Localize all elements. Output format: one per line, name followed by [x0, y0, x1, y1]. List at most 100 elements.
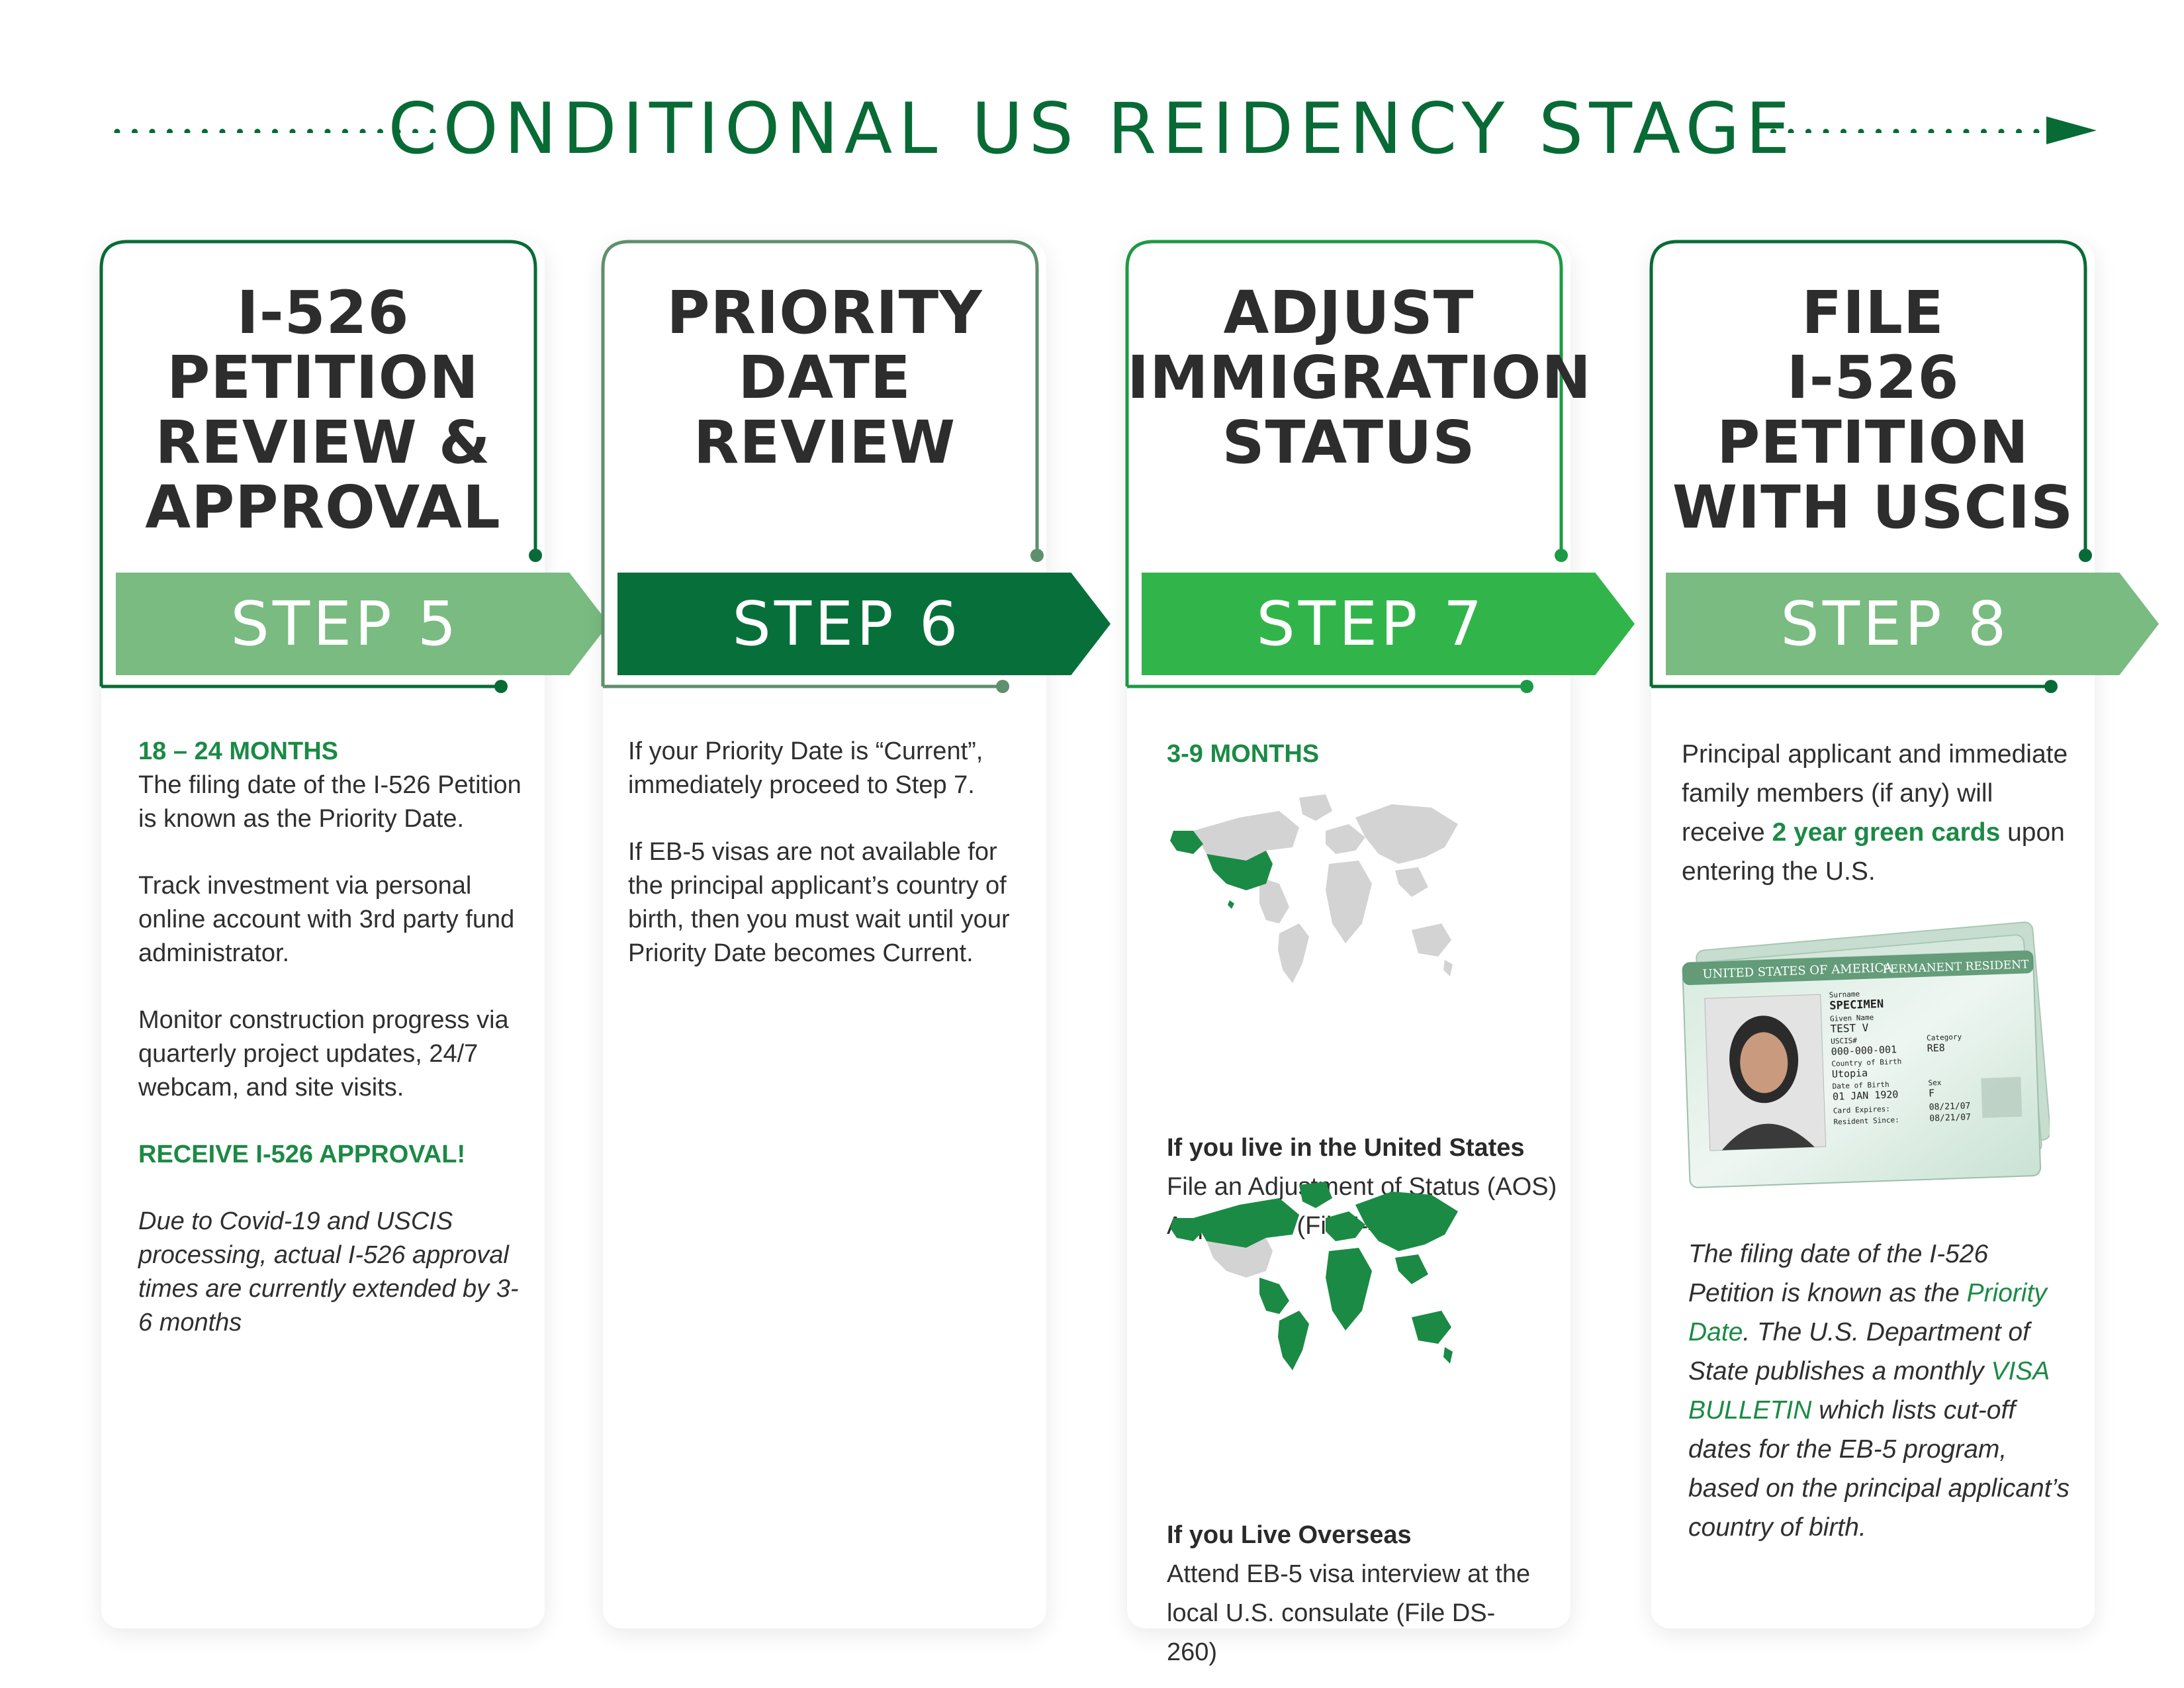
card-dob-label: Date of Birth — [1832, 1080, 1889, 1091]
dot — [202, 128, 208, 133]
dot — [167, 128, 173, 133]
body-paragraph: The filing date of the I-526 Petition is… — [138, 771, 522, 833]
us-region-heading: If you live in the United States — [1167, 1134, 1525, 1162]
dot — [289, 128, 296, 133]
body-paragraph: Track investment via personal online acc… — [138, 872, 515, 967]
card-given: TEST V — [1830, 1021, 1869, 1035]
card-title: FILE I-526 PETITION WITH USCIS — [1651, 280, 2095, 539]
dot — [1788, 128, 1794, 133]
dot — [2033, 128, 2040, 133]
card-title-line: PETITION — [1717, 408, 2029, 477]
step-banner: STEP 5 — [116, 573, 609, 675]
step-label: STEP 8 — [1780, 588, 2010, 659]
card-title-line: DATE — [738, 343, 911, 412]
dot — [1752, 128, 1759, 133]
card-title: ADJUST IMMIGRATION STATUS — [1127, 278, 1592, 475]
card-expires: 08/21/07 — [1929, 1101, 1971, 1112]
card-title-line: WITH USCIS — [1672, 473, 2074, 541]
note-text: which lists cut-off dates for the EB-5 p… — [1688, 1396, 2070, 1542]
dot — [1981, 128, 1987, 133]
card-sex-label: Sex — [1928, 1078, 1942, 1088]
note-text: . The U.S. Department of State publishes… — [1688, 1318, 2030, 1385]
dot — [272, 128, 278, 133]
dot — [412, 128, 418, 133]
card-expires-label: Card Expires: — [1833, 1105, 1890, 1115]
card-since: 08/21/07 — [1929, 1112, 1971, 1123]
card-title-line: ADJUST — [1223, 278, 1475, 347]
card-dob: 01 JAN 1920 — [1833, 1088, 1899, 1102]
card-title: I-526 PETITION REVIEW & APPROVAL — [101, 280, 545, 539]
approval-highlight: RECEIVE I-526 APPROVAL! — [138, 1141, 466, 1168]
card-title-line: REVIEW & — [155, 408, 491, 477]
card-title-line: PRIORITY — [666, 278, 983, 347]
body-paragraph: If your Priority Date is “Current”, imme… — [628, 737, 983, 799]
card-title-line: PETITION — [167, 343, 479, 412]
card-body: 18 – 24 MONTHS The filing date of the I-… — [138, 735, 522, 1373]
dot — [342, 128, 348, 133]
world-map-overseas-highlighted-icon — [1170, 1182, 1458, 1370]
dot — [377, 128, 383, 133]
card-frame-outline — [1125, 240, 1568, 693]
card-given-label: Given Name — [1830, 1013, 1874, 1023]
card-frame-outline — [1649, 240, 2092, 693]
card-title-line: REVIEW — [693, 408, 956, 477]
visa-bulletin-link[interactable]: VISA BULLETIN — [1688, 1357, 2049, 1425]
covid-note: Due to Covid-19 and USCIS processing, ac… — [138, 1207, 519, 1336]
card-frame-outline — [601, 240, 1044, 693]
step-label: STEP 5 — [230, 588, 460, 659]
dot — [237, 128, 243, 133]
step-8-card: FILE I-526 PETITION WITH USCIS STEP 8 Pr… — [1649, 240, 2159, 1628]
intro-text: upon entering the U.S. — [1682, 818, 2065, 886]
card-body: If your Priority Date is “Current”, imme… — [628, 735, 1032, 1004]
world-map-us-highlighted-icon — [1170, 794, 1458, 983]
card-country: Utopia — [1832, 1067, 1868, 1080]
header: CONDITIONAL US REIDENCY STAGE — [0, 0, 2184, 199]
priority-date-link[interactable]: Priority Date — [1688, 1279, 2047, 1346]
card-surname: SPECIMEN — [1829, 998, 1884, 1013]
priority-date-note: The filing date of the I-526 Petition is… — [1688, 1235, 2079, 1547]
card-uscis: 000-000-001 — [1831, 1043, 1897, 1057]
overseas-region-text: Attend EB-5 visa interview at the local … — [1167, 1560, 1531, 1666]
dot — [324, 128, 331, 133]
dot — [1911, 128, 1917, 133]
step-7-card: ADJUST IMMIGRATION STATUS STEP 7 3-9 MON… — [1125, 240, 1635, 1666]
card-country-label: Country of Birth — [1831, 1057, 1901, 1068]
card-category-label: Category — [1927, 1033, 1962, 1043]
card-title: PRIORITY DATE REVIEW — [603, 280, 1046, 475]
card-frame-outline — [99, 240, 542, 693]
note-text: The filing date of the I-526 Petition is… — [1688, 1240, 1989, 1307]
dot — [394, 128, 401, 133]
duration-label: 3-9 MONTHS — [1167, 740, 1320, 768]
dot — [1998, 128, 2005, 133]
step-5-card: I-526 PETITION REVIEW & APPROVAL STEP 5 … — [99, 240, 609, 1628]
dot — [1928, 128, 1934, 133]
dot — [307, 128, 313, 133]
body-paragraph: If EB-5 visas are not available for the … — [628, 838, 1010, 967]
overseas-region-heading: If you Live Overseas — [1167, 1521, 1412, 1549]
dot — [132, 128, 138, 133]
dot — [149, 128, 156, 133]
dot — [2016, 128, 2022, 133]
card-title-line: I-526 — [236, 278, 410, 347]
card-title-line: I-526 — [1786, 343, 1960, 412]
dot — [219, 128, 226, 133]
card-body: 3-9 MONTHS — [1167, 735, 1557, 807]
step-banner: STEP 8 — [1666, 573, 2159, 675]
dot — [1841, 128, 1846, 133]
body-paragraph: Monitor construction progress via quarte… — [138, 1006, 509, 1102]
dot — [430, 128, 436, 133]
dotted-line-right — [1752, 128, 2040, 133]
dot — [1805, 128, 1811, 133]
step-banner: STEP 7 — [1142, 573, 1635, 675]
step-label: STEP 6 — [732, 588, 962, 659]
dot — [1963, 128, 1970, 133]
intro-text: Principal applicant and immediate family… — [1682, 740, 2068, 847]
card-category: RE8 — [1927, 1042, 1945, 1055]
card-surname-label: Surname — [1829, 990, 1860, 1000]
dot — [254, 128, 261, 133]
dot — [184, 128, 191, 133]
dotted-line-left — [114, 128, 453, 133]
card-title-line: IMMIGRATION — [1127, 343, 1592, 412]
card-sex: F — [1929, 1087, 1935, 1099]
dot — [1893, 128, 1899, 133]
